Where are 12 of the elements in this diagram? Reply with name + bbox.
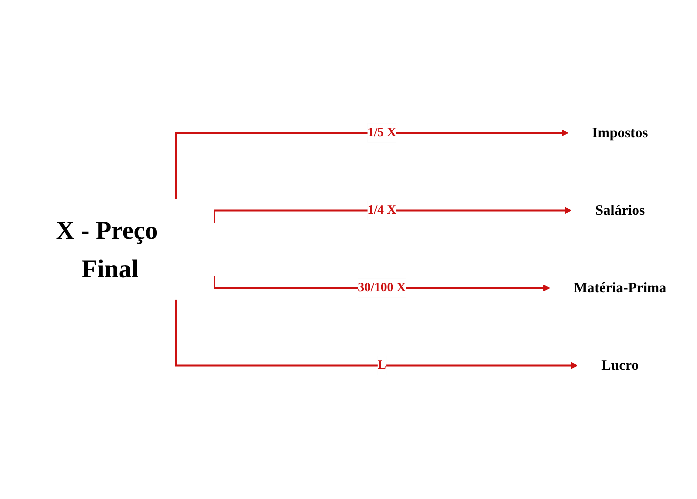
edge-label: 1/5 X: [368, 126, 396, 140]
arrow: [175, 130, 569, 200]
node-text: Salários: [595, 202, 646, 218]
node-text: Lucro: [602, 357, 639, 374]
node-text: Matéria-Prima: [574, 280, 667, 296]
node-text: Impostos: [592, 124, 648, 141]
edge-label: 1/4 X: [368, 204, 396, 218]
node-text: X - Preço Final: [56, 216, 158, 284]
edge-label: 30/100 X: [358, 281, 406, 295]
edge-label: L: [378, 358, 386, 372]
arrow: [213, 207, 572, 223]
arrow: [175, 300, 578, 370]
